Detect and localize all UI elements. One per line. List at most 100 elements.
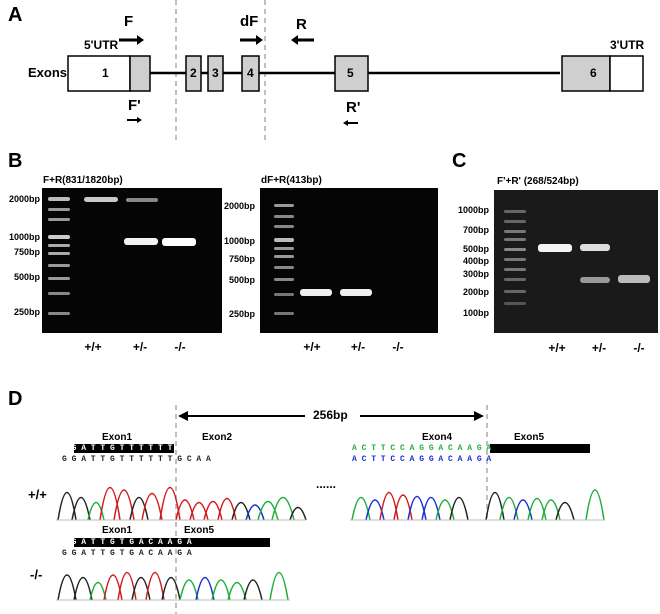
chromatogram-ko: [57, 572, 289, 601]
ko-row-label: -/-: [30, 567, 43, 582]
exon-3-box: [207, 55, 224, 92]
gel1-ko-band-831: [162, 238, 196, 246]
gel3-ladder-700: 700bp: [462, 225, 489, 235]
sequencing-diagram: [56, 405, 605, 614]
exon-5-box: [334, 55, 369, 92]
wt-left-seq-top: G G A T T G T T T T T T G C A A: [62, 444, 211, 453]
gel3-het-band-524: [580, 244, 610, 251]
exon-4-number: 4: [247, 66, 254, 80]
ladder-band: [504, 302, 526, 305]
gel1-het-band-831: [124, 238, 158, 245]
primer-rp-label: R': [346, 99, 361, 116]
primer-r-arrow: [291, 35, 314, 45]
gel1-image: [42, 188, 222, 333]
ko-exon-a: Exon1: [102, 525, 133, 536]
exon-4-box: [241, 55, 260, 92]
ladder-band: [504, 268, 526, 271]
ladder-band: [274, 266, 294, 269]
wt-left-exon-b: Exon2: [202, 432, 233, 443]
panel-c-letter: C: [452, 150, 467, 172]
gel3-ladder-300: 300bp: [462, 269, 489, 279]
ladder-band: [504, 290, 526, 293]
exon-6-utr: [609, 55, 644, 92]
exon1-bar-wt: [74, 444, 174, 453]
ellipsis-label: ......: [316, 477, 337, 491]
gel2-ladder-2000: 2000bp: [223, 201, 255, 211]
gel2-image: [260, 188, 438, 333]
gel2-lane-ko: -/-: [392, 340, 404, 354]
gel2-title: dF+R(413bp): [261, 175, 322, 186]
exon-1-box: [67, 55, 131, 92]
ladder-band: [504, 278, 526, 281]
primer-r-label: R: [296, 16, 307, 33]
gel3-het-band-268: [580, 277, 610, 283]
primer-fp-arrow: [127, 117, 142, 123]
chromatogram-wt-left: [57, 486, 307, 521]
gel3-ko-band-268: [618, 275, 650, 283]
exon-2-box: [185, 55, 202, 92]
gel3-ladder-400: 400bp: [462, 256, 489, 266]
ladder-band: [504, 238, 526, 241]
wt-row-label: +/+: [28, 487, 47, 502]
wt-left-exon-a: Exon1: [102, 432, 133, 443]
primer-rp-arrow: [343, 120, 358, 126]
gel3-ladder-200: 200bp: [462, 287, 489, 297]
gel1-ladder-750: 750bp: [13, 247, 40, 257]
ladder-band: [48, 208, 70, 211]
exon5-bar-wt: [490, 444, 590, 453]
wt-right-exon-a: Exon4: [422, 432, 453, 443]
exon-6-cds: [561, 55, 611, 92]
ladder-band: [504, 258, 526, 261]
ladder-band: [504, 210, 526, 213]
gel2-ladder-250: 250bp: [228, 309, 255, 319]
gel2-het-band-413: [340, 289, 372, 296]
gel1-lane-wt: +/+: [84, 340, 102, 354]
ladder-band: [504, 220, 526, 223]
ladder-band: [48, 292, 70, 295]
ladder-band: [504, 230, 526, 233]
exon-1-cds: [129, 55, 151, 92]
gel3-wt-band-524: [538, 244, 572, 252]
wt-right-exon-b: Exon5: [514, 432, 545, 443]
ladder-band: [274, 312, 294, 315]
ladder-band: [274, 293, 294, 296]
ladder-band: [274, 204, 294, 207]
primer-fp-label: F': [128, 97, 141, 114]
utr5-label: 5'UTR: [84, 38, 119, 52]
gel3-image: [494, 190, 658, 333]
gel2-ladder-1000: 1000bp: [223, 236, 255, 246]
panel-b-letter: B: [8, 150, 23, 172]
panel-d-letter: D: [8, 388, 23, 410]
primer-df-label: dF: [240, 13, 259, 30]
gel3-ladder-500: 500bp: [462, 244, 489, 254]
ladder-band: [274, 225, 294, 228]
ladder-band: [48, 277, 70, 280]
ko-exon-b: Exon5: [184, 525, 215, 536]
utr3-label: 3'UTR: [610, 38, 645, 52]
wt-right-seq-top: A C T T C C A G G A C A A G A: [352, 444, 492, 453]
exon-bar-ko: [74, 538, 270, 547]
span-arrow: [178, 411, 484, 421]
ladder-band: [48, 312, 70, 315]
wt-right-seq-bottom: A C T T C C A G G A C A A G A: [352, 455, 492, 464]
ko-seq-top: G G A T T G T G A C A A G A: [62, 538, 192, 547]
gel2-ladder-500: 500bp: [228, 275, 255, 285]
gel1-ladder-1000: 1000bp: [8, 232, 40, 242]
gel2-ladder-750: 750bp: [228, 254, 255, 264]
gel3-ladder-100: 100bp: [462, 308, 489, 318]
exon-5-number: 5: [347, 66, 354, 80]
gel3-title: F'+R' (268/524bp): [497, 176, 579, 187]
gel2-lane-wt: +/+: [303, 340, 321, 354]
ladder-band: [274, 278, 294, 281]
wt-left-seq-bottom: G G A T T G T T T T T T G C A A: [62, 455, 211, 464]
gel1-lane-ko: -/-: [174, 340, 186, 354]
ko-seq-bottom: G G A T T G T G A C A A G A: [62, 549, 192, 558]
exon-2-number: 2: [190, 66, 197, 80]
exons-label: Exons: [28, 65, 68, 80]
gel1-ladder-250: 250bp: [13, 307, 40, 317]
ladder-band: [48, 252, 70, 255]
ladder-band: [48, 197, 70, 201]
gel3-ladder-1000: 1000bp: [457, 205, 489, 215]
gene-structure-diagram: [67, 0, 644, 140]
gel3-lane-ko: -/-: [633, 341, 645, 355]
